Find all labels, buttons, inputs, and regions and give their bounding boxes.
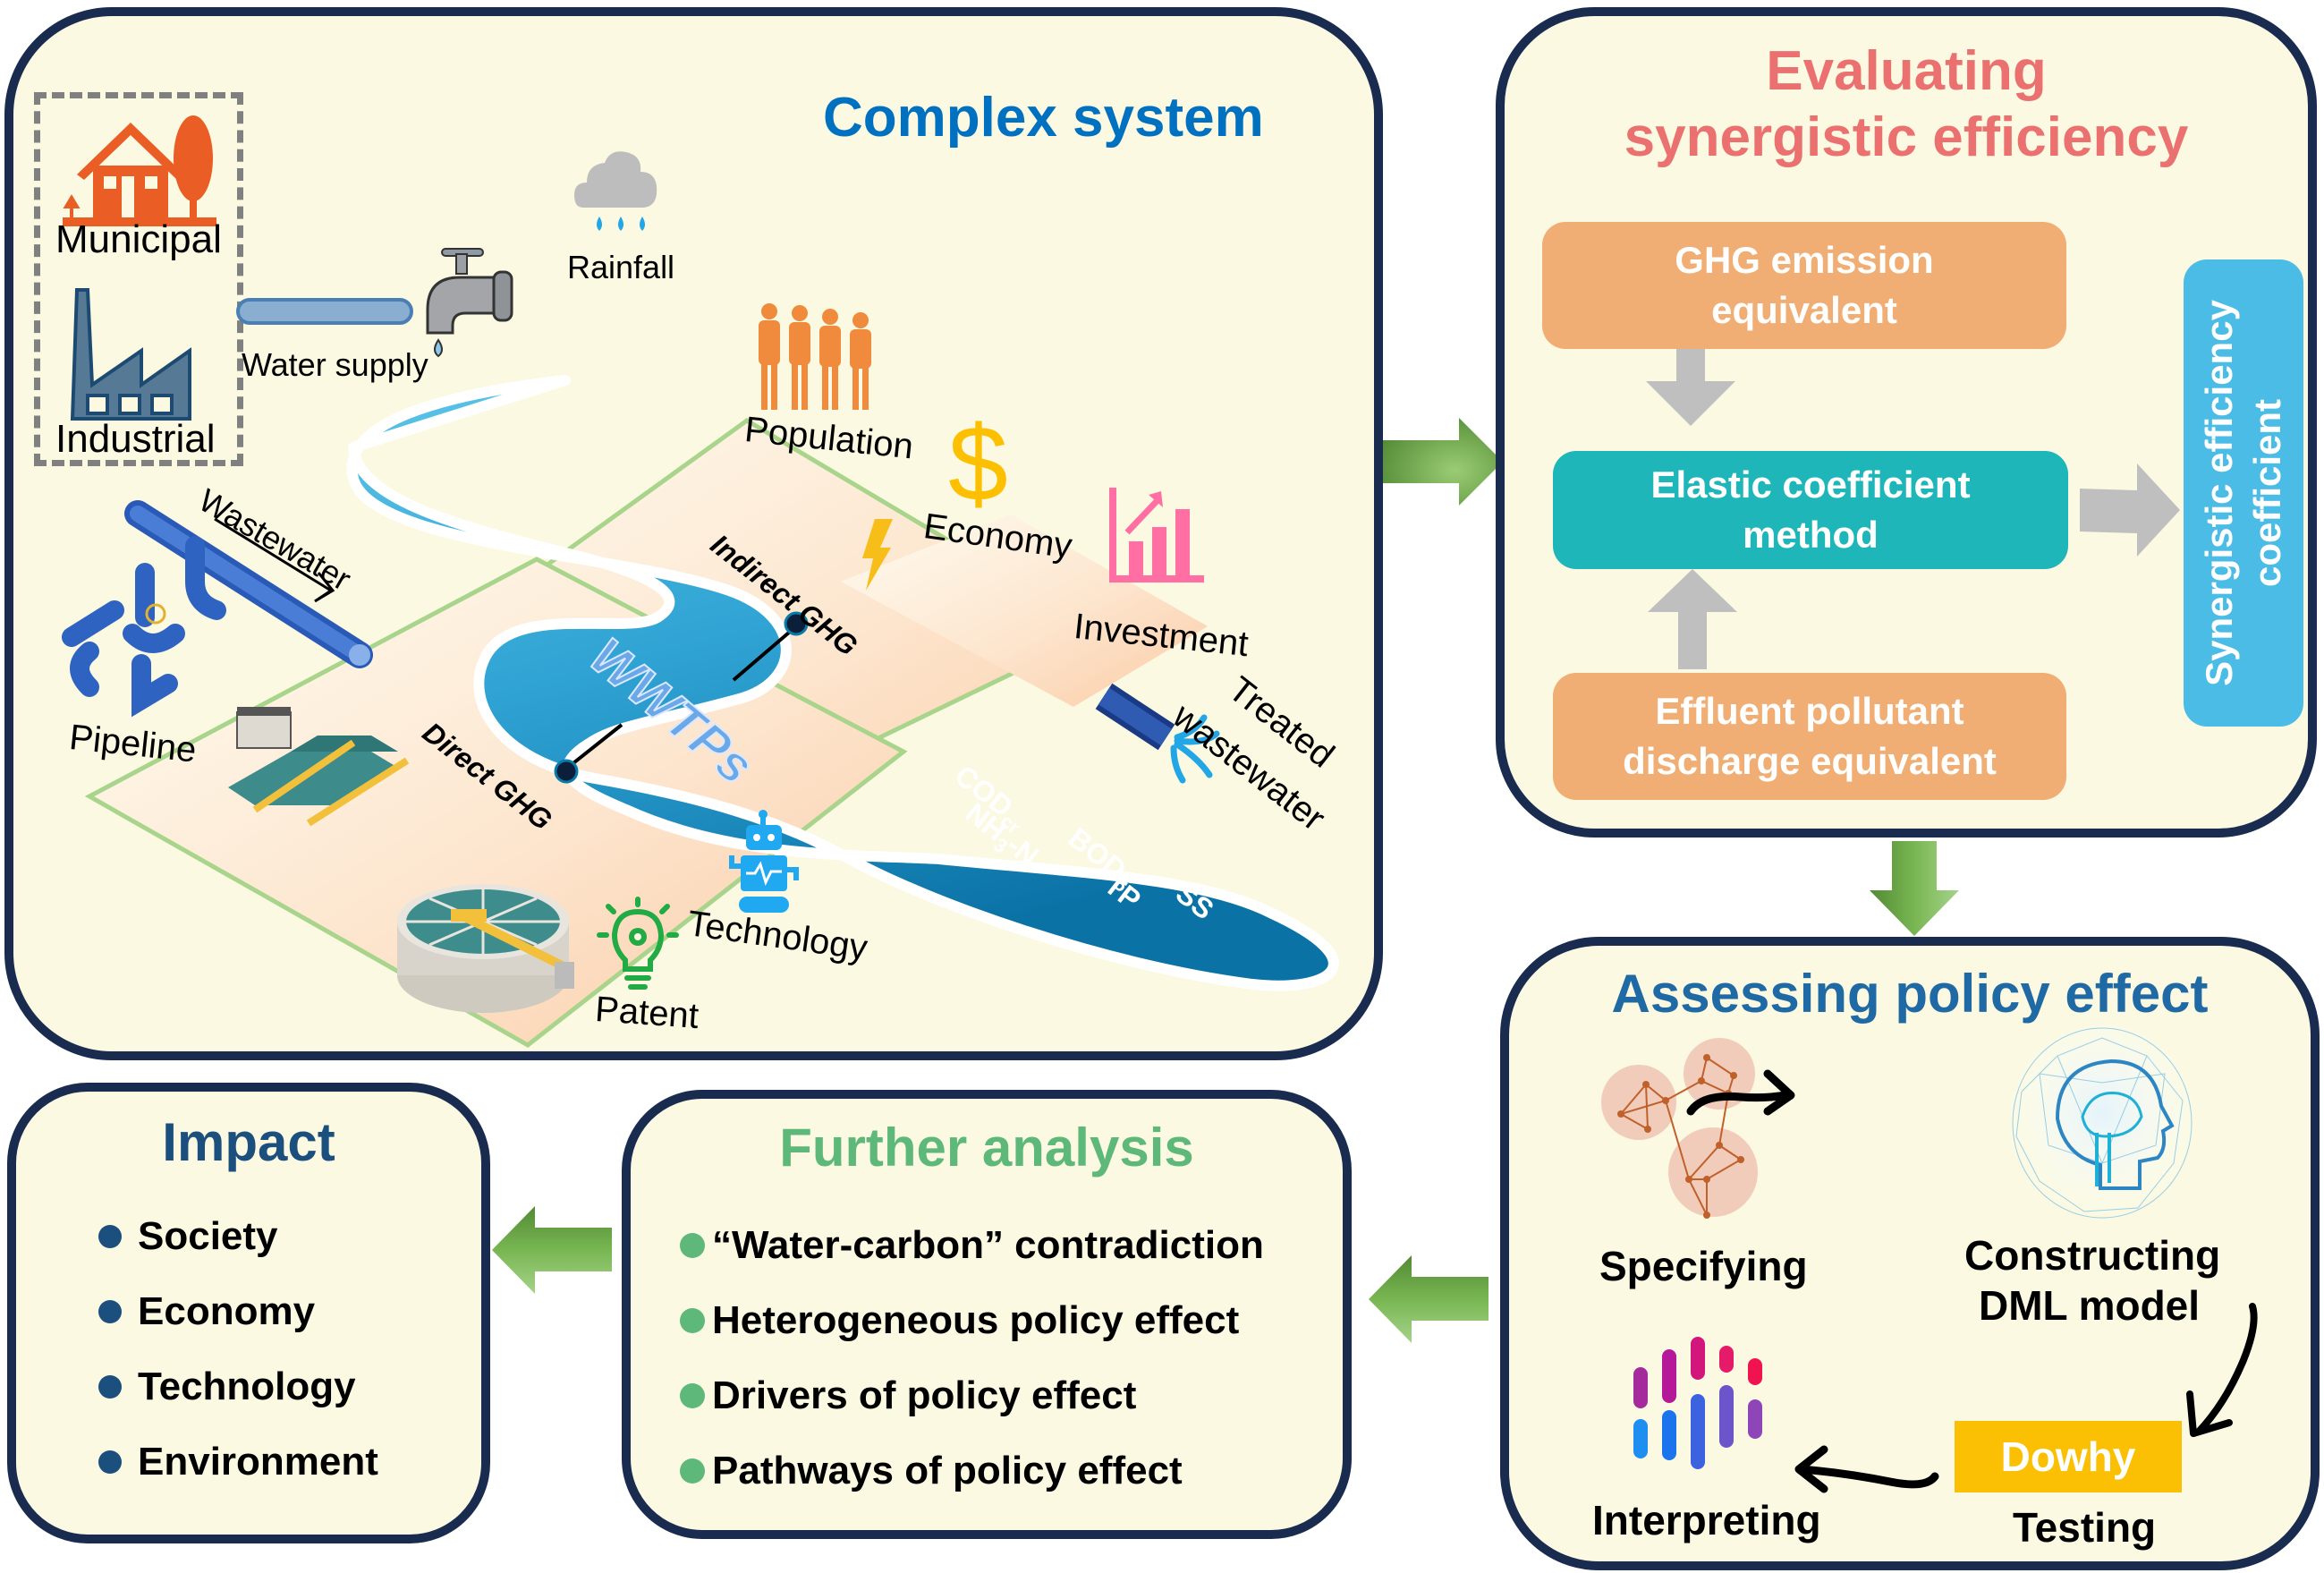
municipal-house-icon: [63, 115, 216, 226]
water-supply-label: Water supply: [242, 346, 428, 383]
impact-item: Environment: [98, 1424, 378, 1500]
assessing-title: Assessing policy effect: [1611, 964, 2209, 1024]
industrial-factory-icon: [70, 288, 191, 421]
step-arrow-2: [2186, 1303, 2258, 1437]
specifying-label: Specifying: [1599, 1243, 1808, 1289]
rain-cloud-icon: [574, 151, 657, 231]
impact-panel: [7, 1083, 490, 1543]
further-analysis-list: “Water-carbon” contradiction Heterogeneo…: [680, 1208, 1264, 1509]
assessing-panel: [1500, 937, 2320, 1570]
further-analysis-item: Pathways of policy effect: [680, 1433, 1264, 1509]
rainfall-label: Rainfall: [567, 249, 675, 285]
gray-arrow-down: [1646, 349, 1735, 426]
evaluating-title-line2: synergistic efficiency: [1624, 106, 2189, 168]
constructing-label-line2: DML model: [1979, 1282, 2201, 1329]
ground-planes: [84, 375, 1339, 1048]
green-bullet-icon: [680, 1458, 705, 1484]
step-arrow-1: [1686, 1069, 1795, 1116]
flow-arrow-right: [1383, 418, 1503, 506]
green-bullet-icon: [680, 1233, 705, 1258]
population-icon: [759, 303, 871, 410]
further-analysis-panel: [622, 1090, 1352, 1539]
gray-arrow-up: [1648, 569, 1737, 669]
effluent-pollutant-box: Effluent pollutant discharge equivalent: [1553, 673, 2066, 800]
wastewater-pipe-icon: [124, 500, 373, 668]
patent-lightbulb-icon: [597, 897, 679, 990]
synergistic-coefficient-box: Synergistic efficiency coefficient: [2184, 259, 2303, 727]
flow-arrow-left-1: [1369, 1255, 1489, 1343]
complex-system-title: Complex system: [823, 87, 1264, 149]
flow-arrow-down: [1870, 841, 1959, 936]
impact-title: Impact: [162, 1112, 335, 1172]
municipal-label: Municipal: [55, 217, 222, 261]
source-group-box: [34, 92, 243, 466]
step-arrow-3: [1794, 1445, 1939, 1493]
impact-item: Society: [98, 1199, 378, 1274]
outfall-pipe-icon: [1095, 683, 1220, 784]
interpreting-label: Interpreting: [1592, 1497, 1821, 1543]
pipeline-fittings-icon: [62, 536, 226, 718]
ghg-emission-box: GHG emission equivalent: [1542, 222, 2066, 349]
constructing-label-line1: Constructing: [1964, 1232, 2221, 1279]
impact-item: Technology: [98, 1349, 378, 1424]
industrial-label: Industrial: [55, 417, 216, 461]
blue-bullet-icon: [98, 1225, 122, 1248]
dowhy-box: Dowhy: [1955, 1421, 2182, 1492]
faucet-icon: [426, 248, 513, 358]
lightning-icon: [862, 519, 893, 591]
interpreting-bars-icon: [1633, 1337, 1762, 1469]
synergistic-coefficient-text: Synergistic efficiency coefficient: [2198, 300, 2289, 686]
green-bullet-icon: [680, 1383, 705, 1408]
brain-network-icon: [2009, 1025, 2195, 1221]
elastic-coefficient-box: Elastic coefficient method: [1553, 451, 2068, 569]
impact-list: Society Economy Technology Environment: [98, 1199, 378, 1500]
blue-bullet-icon: [98, 1450, 122, 1474]
testing-label: Testing: [2013, 1504, 2157, 1551]
gray-arrow-right: [2080, 463, 2180, 557]
further-analysis-title: Further analysis: [779, 1118, 1194, 1178]
water-supply-pipe-icon: [236, 298, 413, 325]
impact-item: Economy: [98, 1274, 378, 1349]
blue-bullet-icon: [98, 1300, 122, 1323]
flow-arrow-left-2: [492, 1206, 612, 1294]
robot-icon: [729, 810, 799, 913]
blue-bullet-icon: [98, 1375, 122, 1399]
clarifier-tank-icon: [397, 884, 574, 1013]
evaluating-title-line1: Evaluating: [1766, 40, 2047, 102]
further-analysis-item: Drivers of policy effect: [680, 1358, 1264, 1433]
aeration-tank-icon: [228, 707, 410, 827]
further-analysis-item: “Water-carbon” contradiction: [680, 1208, 1264, 1283]
further-analysis-item: Heterogeneous policy effect: [680, 1283, 1264, 1358]
network-cluster-icon: [1601, 1038, 1758, 1219]
dollar-sign-icon: $: [948, 404, 1008, 523]
patent-label: Patent: [593, 990, 700, 1036]
investment-chart-icon: [1109, 488, 1204, 582]
green-bullet-icon: [680, 1308, 705, 1333]
